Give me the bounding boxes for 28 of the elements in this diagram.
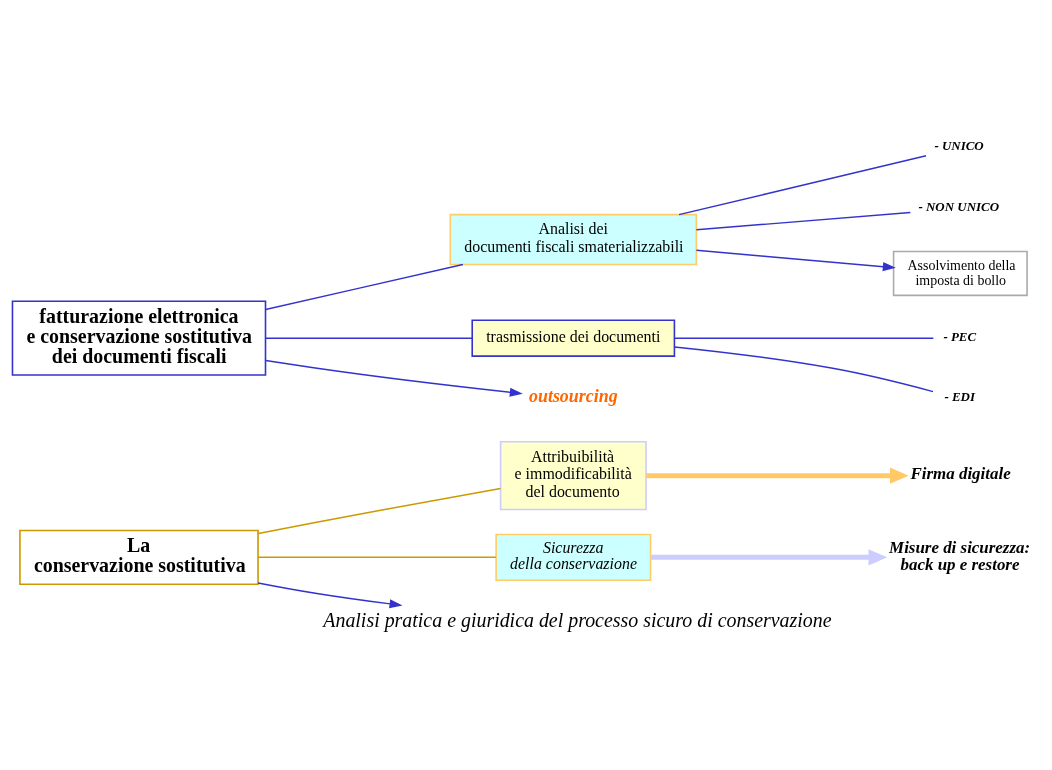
- node-box: Sicurezza della conservazione: [495, 533, 652, 581]
- connector: [264, 336, 473, 339]
- node-box: Analisi dei documenti fiscali smaterializzabili: [449, 213, 698, 265]
- node-box: Attribuibilità e immodificabilità del documento: [499, 440, 647, 510]
- node-text: - PEC: [943, 328, 977, 344]
- node-text: Firma digitale: [910, 463, 1011, 483]
- arrow: [265, 359, 523, 397]
- connector: [673, 345, 934, 392]
- node-text: - EDI: [944, 388, 975, 404]
- node-text: - NON UNICO: [918, 198, 999, 214]
- arrow: [646, 467, 909, 484]
- arrow: [695, 249, 896, 271]
- node-text: Misure di sicurezza: back up e restore: [889, 537, 1031, 574]
- node-box: fatturazione elettronica e conservazione sostitutiva dei documenti fiscali: [11, 300, 267, 376]
- connector: [678, 154, 927, 215]
- connector: [257, 556, 497, 558]
- node-box: Assolvimento della imposta di bollo: [892, 250, 1028, 296]
- connector: [264, 263, 464, 310]
- arrow: [650, 548, 888, 565]
- node-box: La conservazione sostitutiva: [19, 529, 259, 585]
- connector: [257, 487, 502, 534]
- node-text: Analisi pratica e giuridica del processo sicuro di conservazione: [323, 608, 832, 631]
- node-text: - UNICO: [934, 137, 984, 153]
- node-box: trasmissione dei documenti: [471, 318, 676, 357]
- arrow: [257, 581, 403, 608]
- connector: [695, 211, 912, 230]
- node-text: outsourcing: [528, 385, 618, 406]
- connector: [673, 336, 935, 339]
